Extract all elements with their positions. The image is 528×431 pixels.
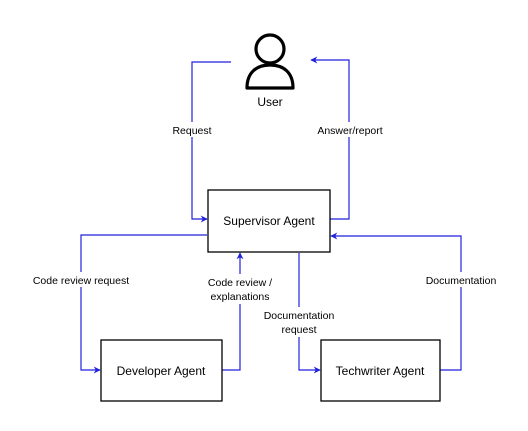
supervisor-agent-label: Supervisor Agent xyxy=(223,214,315,228)
svg-text:explanations: explanations xyxy=(211,291,270,303)
edge-documentation-request xyxy=(298,253,321,374)
edge-answer-report xyxy=(310,56,350,220)
edge-request xyxy=(191,61,231,223)
developer-agent-node: Developer Agent xyxy=(100,339,223,402)
developer-agent-label: Developer Agent xyxy=(117,364,206,378)
svg-text:Code review request: Code review request xyxy=(33,275,129,287)
edge-code-review-request xyxy=(80,234,207,374)
user-icon xyxy=(245,33,295,90)
techwriter-agent-label: Techwriter Agent xyxy=(336,364,425,378)
edge-label-request: Request xyxy=(168,122,216,137)
edge-label-code-review-request: Code review request xyxy=(28,272,134,287)
edge-label-documentation: Documentation xyxy=(421,272,501,287)
edge-documentation xyxy=(330,232,462,371)
svg-text:Documentation: Documentation xyxy=(426,275,497,287)
edge-label-documentation-request: Documentation request xyxy=(261,307,337,337)
edge-label-code-review-explanations: Code review / explanations xyxy=(201,274,279,304)
svg-text:Documentation: Documentation xyxy=(264,310,335,322)
supervisor-agent-node: Supervisor Agent xyxy=(207,189,331,253)
svg-text:Request: Request xyxy=(172,125,211,137)
techwriter-agent-node: Techwriter Agent xyxy=(320,339,441,402)
svg-text:Code review /: Code review / xyxy=(208,277,272,289)
svg-text:request: request xyxy=(281,324,316,336)
svg-text:Answer/report: Answer/report xyxy=(317,125,382,137)
edge-code-review-explanations xyxy=(222,252,244,371)
user-label: User xyxy=(257,95,282,109)
edge-label-answer-report: Answer/report xyxy=(312,122,388,137)
